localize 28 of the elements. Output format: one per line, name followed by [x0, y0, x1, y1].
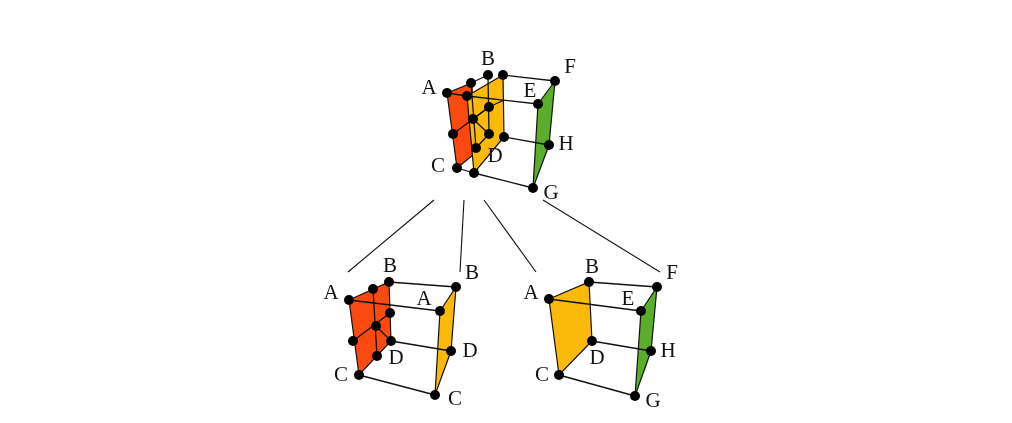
vertex-label: F	[666, 261, 678, 283]
vertex-label: B	[383, 254, 397, 276]
vertex-label: D	[487, 144, 503, 166]
vertex-label: C	[448, 387, 462, 409]
vertex-label: A	[416, 287, 432, 309]
vertex-label: F	[564, 55, 576, 77]
vertex-label: B	[481, 47, 495, 69]
vertex-label: D	[589, 346, 605, 368]
vertex-label: E	[523, 79, 537, 101]
vertex-label: A	[323, 281, 339, 303]
vertex-label: D	[462, 339, 478, 361]
connector-line	[483, 199, 537, 273]
vertex-label: B	[585, 255, 599, 277]
connector-line	[347, 199, 435, 273]
vertex-label: G	[645, 389, 661, 411]
vertex-label: B	[465, 261, 479, 283]
vertex-label: D	[388, 346, 404, 368]
connector-line	[459, 199, 465, 273]
vertex-label: A	[421, 76, 437, 98]
vertex-label: G	[543, 181, 559, 203]
vertex-label: C	[431, 154, 445, 176]
vertex-label: H	[660, 339, 676, 361]
vertex-label: A	[523, 281, 539, 303]
vertex-label: C	[535, 363, 549, 385]
vertex-label: E	[621, 287, 635, 309]
connector-line	[542, 199, 661, 273]
vertex-label: C	[334, 363, 348, 385]
vertex-label: H	[558, 132, 574, 154]
